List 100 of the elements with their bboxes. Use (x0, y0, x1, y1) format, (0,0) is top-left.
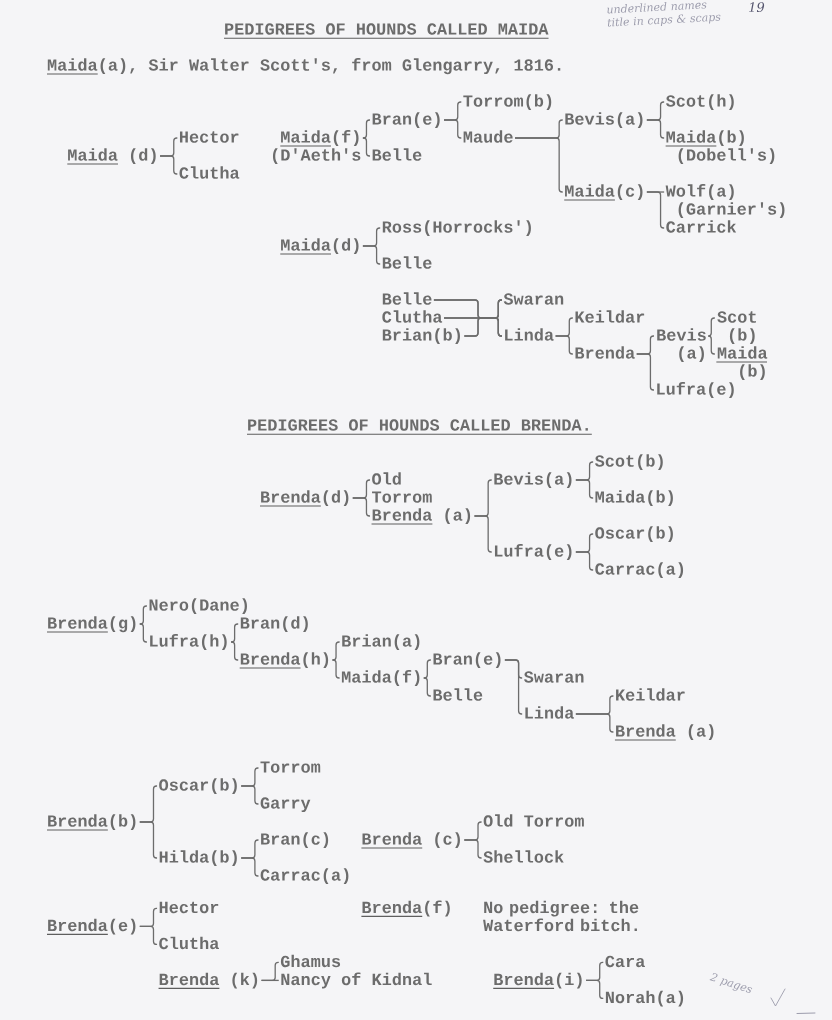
bracket-line (646, 119, 665, 139)
bracket-line (504, 659, 523, 715)
hound-name: Belle (433, 688, 483, 701)
hound-name: Bevis(a) (565, 112, 643, 129)
hound-name: Lufra(e) (657, 382, 734, 399)
hound-name: Belle (372, 148, 422, 161)
bracket-line (362, 137, 371, 157)
hound-name: Maida(d) (279, 238, 359, 255)
bracket-line (362, 119, 371, 139)
hound-name: Keildar (575, 310, 645, 323)
hound-name: Nero(Dane) (149, 598, 247, 615)
hound-name: Maida(f) (279, 130, 359, 147)
bracket-line (575, 479, 594, 499)
hound-name: Garry (260, 797, 311, 813)
hound-name: Brenda(i) (492, 972, 582, 989)
bracket-line (575, 551, 594, 571)
bracket-line (473, 515, 493, 553)
hound-name: Lufra(h) (150, 634, 227, 651)
bracket-line (331, 641, 341, 661)
hound-name: Brenda(b) (46, 814, 136, 831)
hound-name: Bevis(a) (494, 472, 572, 489)
bracket-line (352, 497, 371, 517)
hound-name: Carrac(a) (260, 868, 349, 885)
page-number: 19 (749, 2, 765, 13)
hound-name: Torrom(b) (463, 94, 552, 111)
bracket-line (139, 925, 158, 946)
hound-name: Bran(d) (240, 616, 308, 633)
bracket-line (423, 677, 432, 697)
hound-name: Ross(Horrocks') (382, 220, 531, 237)
hound-name: Brenda(e) (46, 918, 136, 935)
hound-name: Keildar (616, 688, 685, 701)
bracket-line (443, 119, 462, 139)
bracket-line (463, 839, 483, 859)
bracket-line (575, 713, 615, 733)
hound-name: Hector (159, 901, 219, 914)
bracket-line (362, 245, 381, 265)
hound-name: Brenda(h) (239, 652, 329, 669)
hound-name: Clutha (179, 166, 240, 179)
bracket-line (139, 605, 148, 625)
bracket-line (240, 785, 260, 805)
hound-name: Oscar(b) (159, 778, 237, 795)
hound-name: Brenda(f) (360, 900, 450, 917)
hound-name: Hector (180, 131, 239, 143)
bracket-line (514, 137, 564, 193)
bracket-line (139, 623, 148, 643)
typed-note: Maida(a), Sir Walter Scott's, from Glengarry, 1816. (46, 58, 561, 75)
hound-name: Brenda(d) (259, 490, 349, 507)
bracket-line (646, 191, 665, 229)
hound-name: Maida (b) (715, 346, 768, 381)
hound-name: Brenda(g) (46, 616, 136, 633)
hound-name: Hilda(b) (159, 850, 237, 867)
bracket-line (554, 335, 574, 355)
hound-name: Maida (d) (66, 148, 156, 165)
hound-name: Cara (605, 955, 645, 968)
hound-name: Maida(f) (341, 670, 420, 687)
hound-name: Shellock (483, 850, 564, 863)
bracket-line (331, 659, 341, 679)
hound-name: Linda (525, 706, 574, 719)
hound-name: Clutha (382, 310, 443, 323)
hound-name: Brenda (c) (360, 832, 460, 849)
bracket-line (260, 979, 280, 982)
hound-name: Oscar(b) (595, 526, 673, 543)
hound-name: Linda (505, 328, 554, 341)
hound-name: Swaran (503, 293, 564, 305)
hound-name: Clutha (159, 936, 219, 950)
hound-name: Brenda (575, 346, 635, 359)
hound-name: Belle (382, 292, 432, 305)
owner-note: (Garnier's) (678, 202, 785, 219)
hound-name: Bran(c) (261, 832, 329, 849)
hound-name: Carrac(a) (595, 562, 684, 579)
hound-name: Ghamus (280, 954, 341, 968)
hound-name: Maida(b) (665, 130, 744, 147)
bracket-line (707, 317, 716, 337)
bracket-line (139, 821, 158, 859)
hound-name: Brian(a) (342, 634, 420, 651)
bracket-line (636, 353, 655, 391)
owner-note: (Dobell's) (678, 148, 775, 165)
hound-name: Brenda (k) (158, 972, 258, 989)
bracket-line (423, 659, 432, 679)
hound-name: Maude (463, 130, 513, 143)
bracket-line (230, 641, 239, 661)
hound-name: Carrick (666, 220, 737, 233)
hound-name: Brian(b) (382, 328, 460, 345)
hound-name: Old Torrom (372, 472, 432, 503)
bracket-line (230, 623, 239, 643)
hound-name: Belle (382, 256, 432, 269)
hound-name: Lufra(e) (494, 544, 572, 561)
handwritten-note: 2 pages (709, 973, 753, 993)
bracket-line (159, 155, 178, 175)
hound-name: Scot (b) (717, 311, 756, 345)
bracket-line (463, 317, 503, 337)
hound-name: Old Torrom (483, 814, 584, 827)
typed-note: No pedigree: the Waterford bitch. (483, 900, 639, 932)
bracket-line (707, 335, 716, 355)
bracket-line (240, 857, 260, 877)
section-heading: PEDIGREES OF HOUNDS CALLED MAIDA (223, 23, 550, 39)
handwritten-note: underlined names title in caps & scaps (607, 2, 721, 27)
hound-name: Brenda (a) (614, 724, 714, 741)
section-heading: PEDIGREES OF HOUNDS CALLED BRENDA. (246, 419, 593, 435)
hound-name: Wolf(a) (665, 184, 734, 201)
